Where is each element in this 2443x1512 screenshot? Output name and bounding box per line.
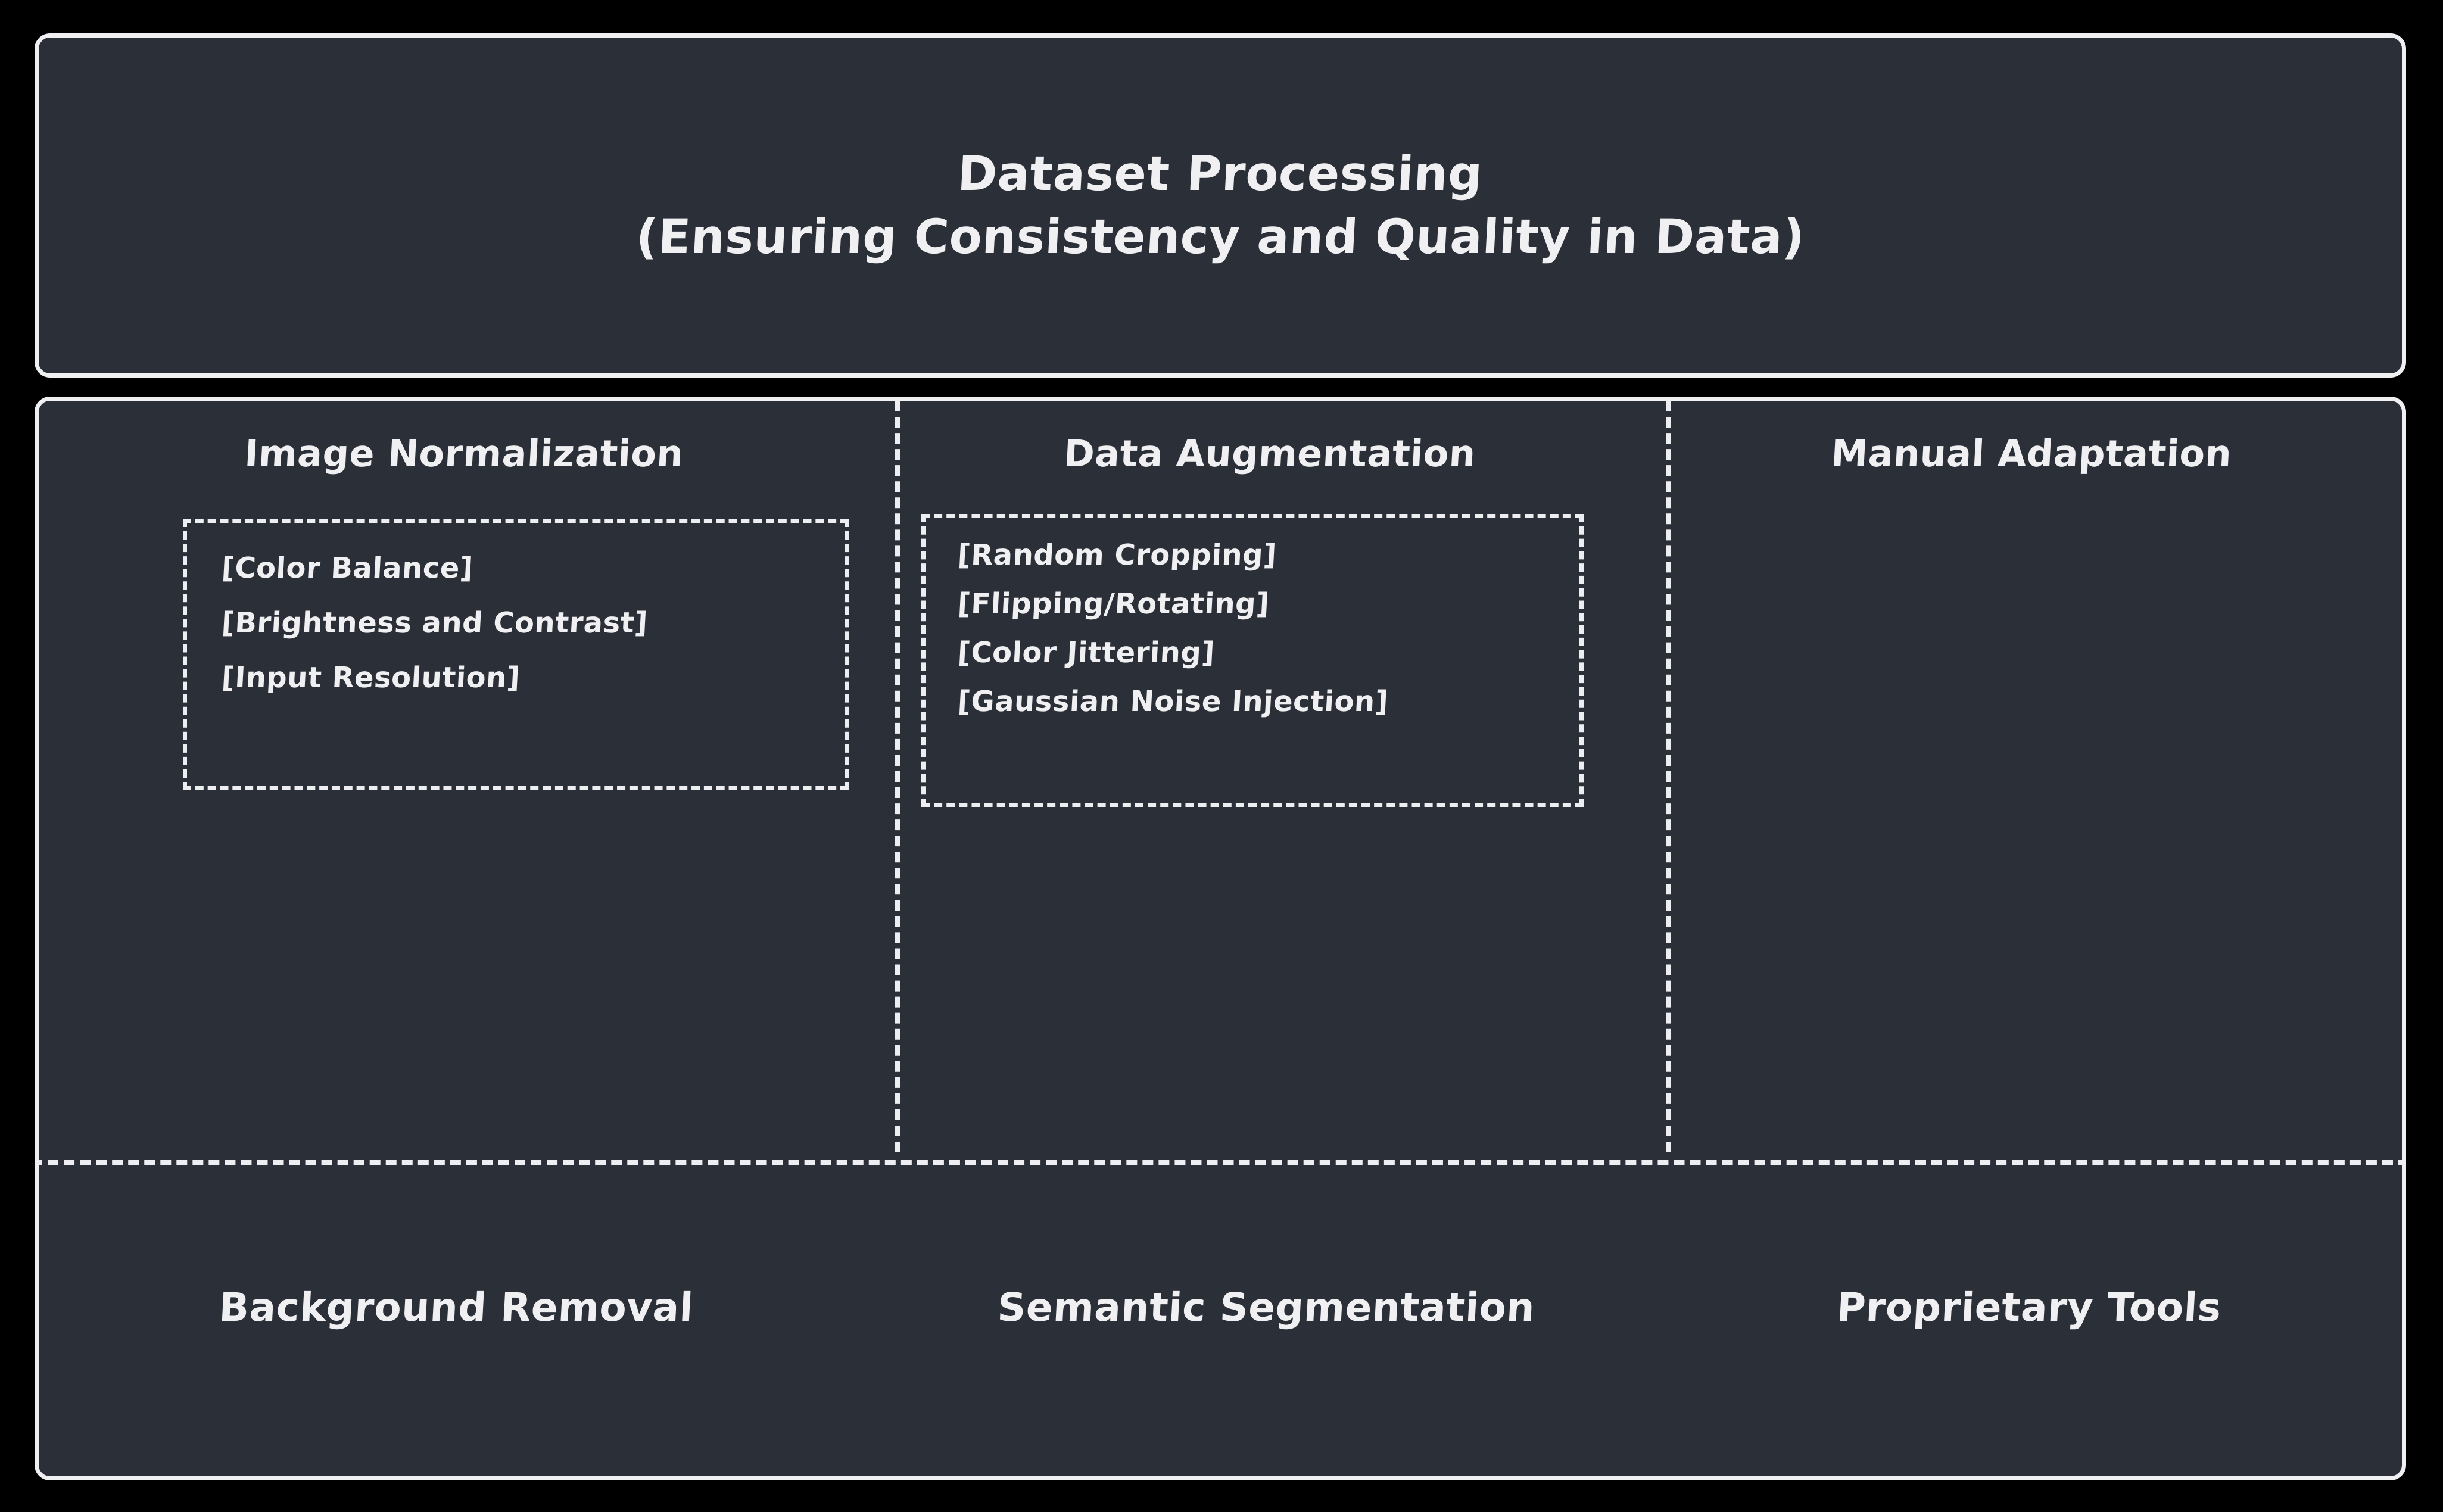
stage-column-manual-adaptation: Manual Adaptation (1666, 401, 2402, 1160)
stage-column-data-augmentation: Data Augmentation [Random Cropping] [Fli… (895, 401, 1666, 1160)
diagram-title-primary: Dataset Processing (956, 146, 1485, 201)
stage-heading-data-augmentation: Data Augmentation (1062, 432, 1477, 475)
list-item: [Gaussian Noise Injection] (956, 685, 1389, 718)
footer-cell-semantic-segmentation: Semantic Segmentation (895, 1285, 1666, 1330)
footer-label-background-removal: Background Removal (217, 1285, 695, 1330)
list-item: [Brightness and Contrast] (220, 606, 649, 640)
stage-heading-manual-adaptation: Manual Adaptation (1830, 432, 2233, 475)
footer-cell-background-removal: Background Removal (39, 1285, 895, 1330)
footer-label-proprietary-tools: Proprietary Tools (1836, 1285, 2223, 1330)
stage-columns-row: Image Normalization [Color Balance] [Bri… (39, 401, 2402, 1160)
dataset-processing-title-panel: Dataset Processing (Ensuring Consistency… (35, 33, 2406, 378)
stage-footers-row: Background Removal Semantic Segmentation… (39, 1160, 2402, 1476)
footer-label-semantic-segmentation: Semantic Segmentation (996, 1285, 1537, 1330)
column-divider-right (1666, 401, 1671, 1152)
image-normalization-item-box: [Color Balance] [Brightness and Contrast… (183, 519, 849, 790)
stage-column-image-normalization: Image Normalization [Color Balance] [Bri… (39, 401, 895, 1160)
list-item: [Color Jittering] (956, 636, 1216, 669)
footer-cell-proprietary-tools: Proprietary Tools (1666, 1285, 2402, 1330)
diagram-title-subtitle: (Ensuring Consistency and Quality in Dat… (634, 209, 1806, 264)
stage-heading-image-normalization: Image Normalization (243, 432, 685, 475)
list-item: [Color Balance] (220, 551, 474, 585)
column-divider-left (895, 401, 900, 1152)
list-item: [Random Cropping] (956, 538, 1278, 572)
row-divider (39, 1160, 2402, 1165)
data-augmentation-item-box: [Random Cropping] [Flipping/Rotating] [C… (921, 514, 1584, 807)
list-item: [Input Resolution] (220, 661, 521, 694)
list-item: [Flipping/Rotating] (956, 587, 1270, 621)
processing-stages-panel: Image Normalization [Color Balance] [Bri… (35, 397, 2406, 1480)
